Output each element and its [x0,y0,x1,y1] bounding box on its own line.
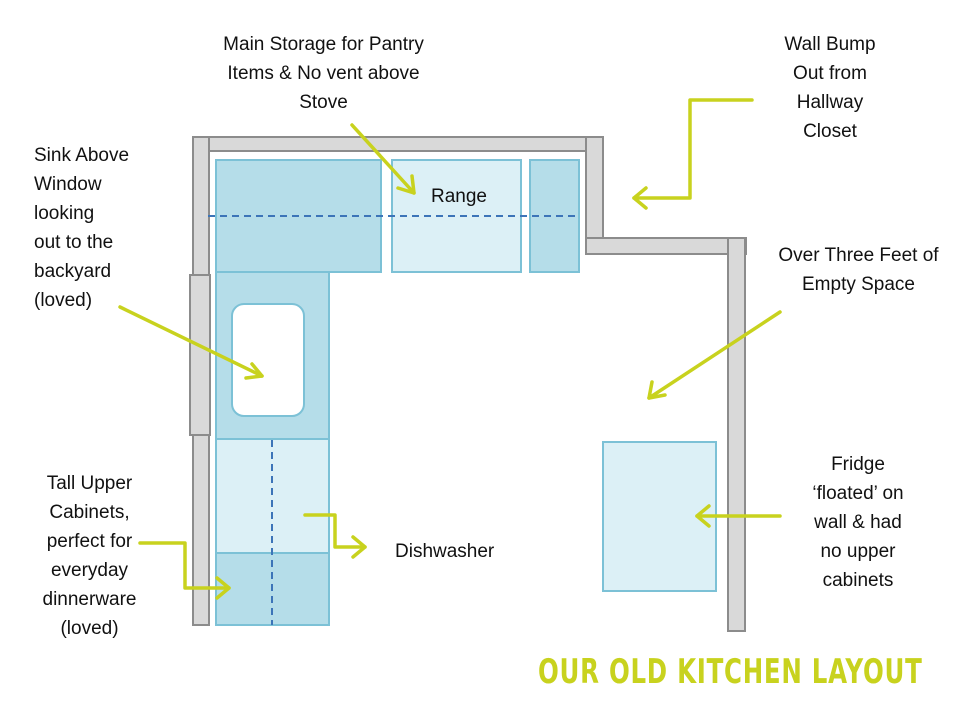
pantry-arrowhead [396,174,416,195]
tall-upper-arrow [138,541,231,590]
empty-space-arrowhead [647,380,667,400]
sink-arrowhead [244,362,264,380]
pantry-arrow [350,123,416,195]
walls [189,136,747,632]
pantry-annotation: Main Storage for Pantry Items & No vent … [223,34,424,113]
sink-annotation: Sink Above Window looking out to the bac… [34,145,130,311]
fridge-annotation: Fridge ‘floated’ on wall & had no upper … [812,454,904,591]
tall-upper-annotation: Tall Upper Cabinets, perfect for everyda… [42,473,137,639]
dashed-lines [208,215,580,625]
empty-space-arrow [647,310,782,400]
wall-bump-arrow [632,98,754,200]
sink-arrow [118,305,264,378]
fridge-arrowhead [695,504,711,528]
wall-bump-vertical [585,136,604,255]
dishwasher-label: Dishwasher [395,541,495,562]
right-wall [727,237,746,632]
diagram-title: OUR OLD KITCHEN LAYOUT [538,652,923,692]
wall-bump-annotation: Wall Bump Out from Hallway Closet [784,34,876,142]
dishwasher-arrow [303,513,367,549]
empty-space-annotation: Over Three Feet of Empty Space [778,245,939,295]
window-frame [189,274,211,436]
tall-upper-arrowhead [215,576,231,600]
wall-bump-horizontal [585,237,747,255]
wall-bump-arrowhead [632,186,648,210]
dishwasher-arrowhead [351,535,367,559]
range-label: Range [431,186,487,207]
sink-basin [231,303,305,417]
arrows [118,98,782,600]
top-wall [192,136,604,152]
